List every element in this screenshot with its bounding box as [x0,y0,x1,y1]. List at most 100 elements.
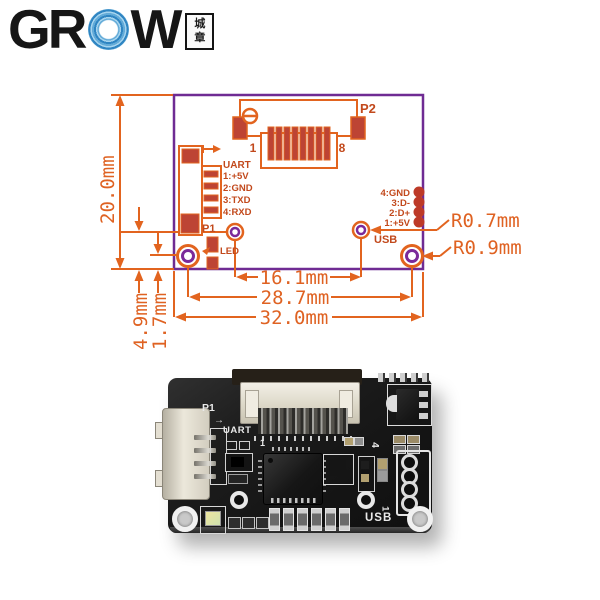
uart-pin4: 4:RXD [223,207,252,218]
dim-small-hole-spacing: 16.1mm [260,267,329,289]
regulator-body [396,389,419,420]
p1-connector-footprint [178,145,222,270]
jst-pin [194,461,216,466]
ffc-silk-pads [254,436,352,441]
regulator-leg [419,391,428,397]
smd-pad [239,441,250,450]
photo-usb-pin4-label: 4 [368,442,380,448]
logo-text-gr: GR [8,0,87,60]
smd-cap [407,445,420,454]
pcb-photo: 1 P1 → UART 4 1 USB [155,369,433,534]
smd-cap [393,435,406,444]
smd-cap [361,474,369,482]
pcb-outline [172,93,425,271]
led-silk-box [200,506,226,534]
p2-connector-footprint [232,99,366,169]
smd-cap [393,445,406,454]
led-label: LED [220,246,239,257]
smd-resistor [283,508,294,531]
smd-pad [228,474,248,484]
led-pad [206,236,219,253]
dim-board-width: 32.0mm [260,307,329,329]
brand-logo: GR W 城 章 [8,0,215,60]
uart-pin3: 3:TXD [223,195,251,206]
ffc-tab-left [245,390,259,418]
mid-hole [357,491,375,509]
photo-usb-label: USB [365,512,393,524]
dimension-arrowheads [115,95,433,322]
jst-pin [194,448,216,453]
jst-pin [194,435,216,440]
smd-resistor [311,508,322,531]
p2-pin1-label: 1 [250,141,257,155]
led-arrow-icon [202,247,210,255]
mid-hole [230,491,248,509]
ic-chip [263,453,323,505]
smd-cap [256,517,269,529]
regulator-leg [419,413,428,419]
p1-label: P1 [202,223,215,235]
smd-resistor [297,508,308,531]
corner-hole [172,506,198,532]
photo-usb-pin1-label: 1 [379,506,391,512]
dim-small-hole-radius: R0.7mm [451,210,520,232]
photo-uart-label: UART [223,425,252,436]
usb-pin2-label: 2:D+ [389,208,410,219]
ffc-latch [232,369,362,385]
usb-pin3-label: 3:D- [392,198,410,209]
pin1-arrow-icon [213,145,221,153]
uart-pin1: 1:+5V [223,171,249,182]
seal-char-top: 城 [194,18,206,31]
jst-connector [162,408,210,500]
mounting-holes [176,220,424,268]
led-chip [205,511,221,526]
dimension-lines [111,94,452,318]
logo-text-w: W [130,0,183,60]
dim-corner-hole-offset: 1.7mm [149,293,171,350]
smd-cap [377,458,388,470]
transistor-body [231,457,244,467]
fingerprint-o-icon [87,9,129,50]
smd-cap [361,461,369,469]
dim-small-hole-offset: 4.9mm [130,293,152,350]
brand-seal: 城 章 [185,13,215,50]
smd-cap [228,517,241,529]
smd-cap [377,470,388,482]
smd-cap [354,437,364,446]
resistor-row [269,508,350,531]
ffc-pins [258,408,348,434]
smd-cap [407,435,420,444]
smd-pad [226,441,237,450]
ic-pads-left [258,460,262,496]
uart-label: UART [223,160,251,171]
smd-resistor [269,508,280,531]
ffc-pin1-label: 1 [260,438,266,448]
smd-resistor [339,508,350,531]
dim-corner-hole-spacing: 28.7mm [261,287,330,309]
ic-pin1-dot [268,458,273,463]
top-silk-row [378,373,432,382]
p2-pins [267,126,331,161]
ic-pads-right [322,460,326,496]
dim-corner-hole-radius: R0.9mm [453,237,522,259]
corner-hole [407,506,433,532]
seal-char-bottom: 章 [194,31,206,44]
uart-pin2: 2:GND [223,183,253,194]
usb-pin-dots [413,186,425,228]
p2-label: P2 [360,101,376,116]
photo-p1-label: P1 [202,402,215,414]
smd-resistor [325,508,336,531]
ic-pads-top [272,447,310,451]
jst-pin [194,474,216,479]
photo-pin1-arrow: → [214,415,224,426]
usb-label: USB [374,234,397,246]
regulator-tab [386,395,397,412]
usb-pin4-label: 4:GND [380,188,410,199]
p1-pins [203,170,219,214]
ic-pads-bottom [271,498,317,503]
smd-cap [344,437,354,446]
usb-pin1-label: 1:+5V [384,218,410,229]
smd-cap [242,517,255,529]
